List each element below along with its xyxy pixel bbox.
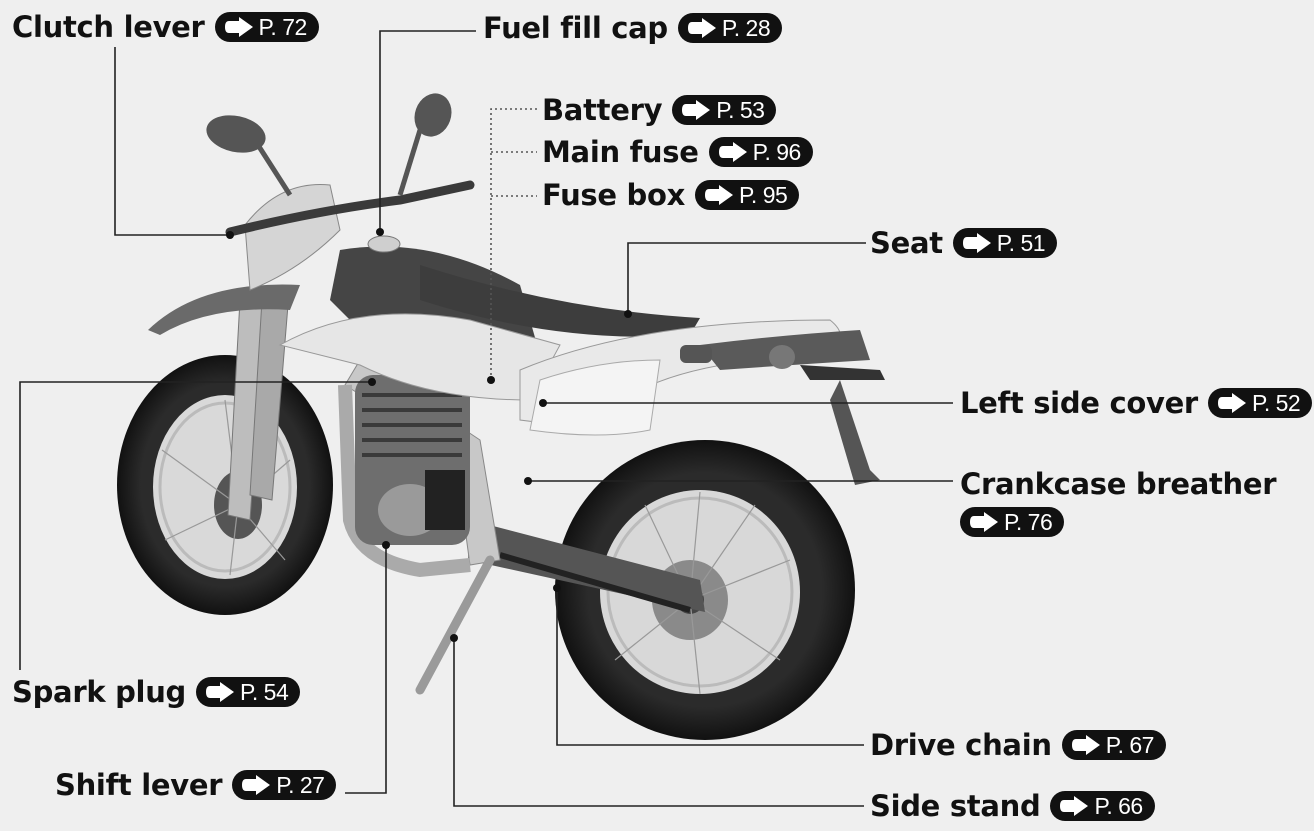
page-number: P. 53 (716, 99, 764, 122)
callout-fuel-fill-cap[interactable]: Fuel fill cap P. 28 (483, 13, 782, 43)
page-arrow-icon (717, 142, 749, 162)
page-arrow-icon (204, 682, 236, 702)
part-name: Side stand (870, 792, 1040, 821)
page-number: P. 67 (1106, 734, 1154, 757)
callout-main-fuse[interactable]: Main fuse P. 96 (542, 137, 813, 167)
page-number: P. 52 (1252, 392, 1300, 415)
page-arrow-icon (680, 100, 712, 120)
page-reference-badge[interactable]: P. 76 (960, 507, 1064, 537)
page-number: P. 66 (1094, 795, 1142, 818)
page-arrow-icon (1216, 393, 1248, 413)
page-number: P. 51 (997, 232, 1045, 255)
page-number: P. 95 (739, 184, 787, 207)
callout-seat[interactable]: Seat P. 51 (870, 228, 1057, 258)
callout-drive-chain[interactable]: Drive chain P. 67 (870, 730, 1166, 760)
page-number: P. 72 (259, 16, 307, 39)
page-reference-badge[interactable]: P. 51 (953, 228, 1057, 258)
page-arrow-icon (961, 233, 993, 253)
callout-fuse-box[interactable]: Fuse box P. 95 (542, 180, 799, 210)
callout-clutch-lever[interactable]: Clutch lever P. 72 (12, 12, 319, 42)
page-reference-badge[interactable]: P. 96 (709, 137, 813, 167)
page-arrow-icon (240, 775, 272, 795)
page-arrow-icon (223, 17, 255, 37)
part-name: Drive chain (870, 731, 1052, 760)
part-name: Battery (542, 96, 662, 125)
page-reference-badge[interactable]: P. 53 (672, 95, 776, 125)
page-number: P. 96 (753, 141, 801, 164)
part-name: Clutch lever (12, 13, 205, 42)
callout-crankcase-breather[interactable]: Crankcase breather P. 76 (960, 470, 1276, 537)
page-arrow-icon (686, 18, 718, 38)
page-number: P. 28 (722, 17, 770, 40)
page-number: P. 27 (276, 774, 324, 797)
page-arrow-icon (1058, 796, 1090, 816)
page-reference-badge[interactable]: P. 66 (1050, 791, 1154, 821)
page-reference-badge[interactable]: P. 67 (1062, 730, 1166, 760)
part-name: Main fuse (542, 138, 699, 167)
part-name: Crankcase breather (960, 470, 1276, 499)
page-reference-badge[interactable]: P. 95 (695, 180, 799, 210)
callout-battery[interactable]: Battery P. 53 (542, 95, 776, 125)
page-reference-badge[interactable]: P. 28 (678, 13, 782, 43)
callout-shift-lever[interactable]: Shift lever P. 27 (55, 770, 336, 800)
part-name: Fuel fill cap (483, 14, 668, 43)
part-name: Left side cover (960, 389, 1198, 418)
page-arrow-icon (703, 185, 735, 205)
page-number: P. 54 (240, 681, 288, 704)
callout-side-stand[interactable]: Side stand P. 66 (870, 791, 1155, 821)
page-reference-badge[interactable]: P. 54 (196, 677, 300, 707)
part-name: Seat (870, 229, 943, 258)
callout-spark-plug[interactable]: Spark plug P. 54 (12, 677, 300, 707)
page-arrow-icon (968, 512, 1000, 532)
part-name: Shift lever (55, 771, 222, 800)
page-reference-badge[interactable]: P. 27 (232, 770, 336, 800)
part-name: Spark plug (12, 678, 186, 707)
page-arrow-icon (1070, 735, 1102, 755)
part-name: Fuse box (542, 181, 685, 210)
page-reference-badge[interactable]: P. 52 (1208, 388, 1312, 418)
page-reference-badge[interactable]: P. 72 (215, 12, 319, 42)
callout-left-side-cover[interactable]: Left side cover P. 52 (960, 388, 1312, 418)
page-number: P. 76 (1004, 511, 1052, 534)
